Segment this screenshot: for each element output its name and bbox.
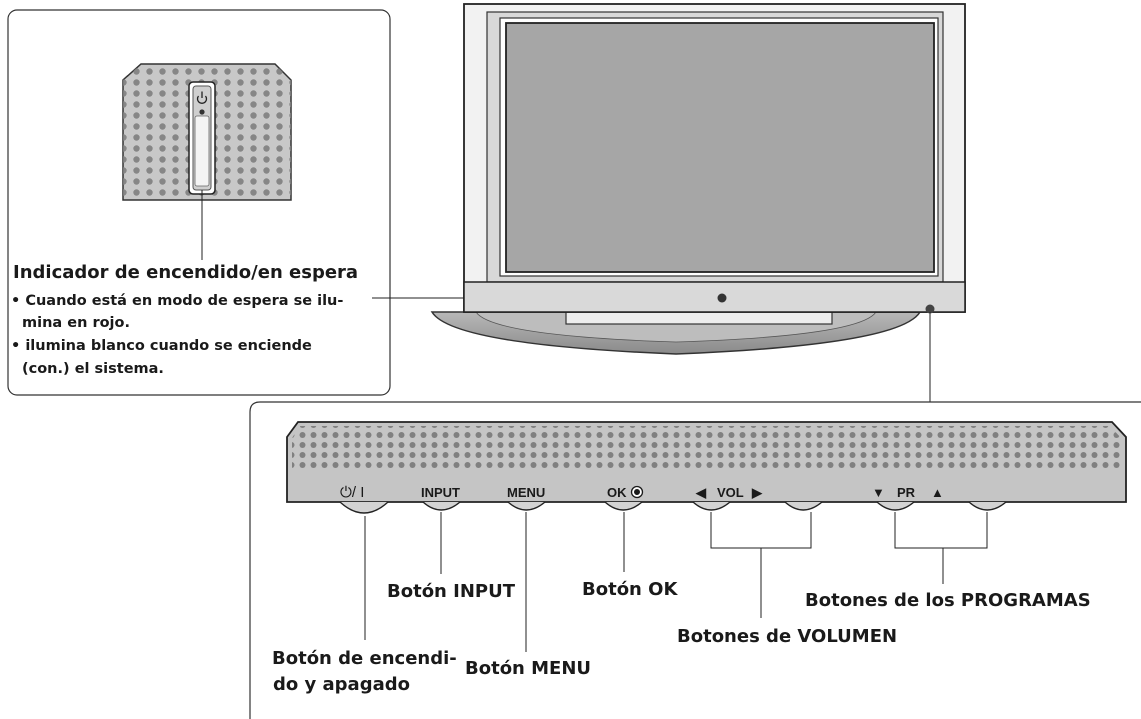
panel-speaker-grille [292, 426, 1121, 468]
callout-power-line2: do y apagado [273, 674, 410, 695]
indicator-bullet-1: • Cuando está en modo de espera se ilu- [11, 293, 343, 309]
callout-volume: Botones de VOLUMEN [677, 626, 897, 647]
pr-up-arrow: ▲ [931, 485, 944, 500]
indicator-inset: Indicador de encendido/en espera • Cuand… [7, 9, 722, 396]
tv-side-button [925, 304, 935, 314]
tv-illustration [430, 3, 966, 355]
volume-down-button[interactable] [692, 501, 731, 511]
indicator-bullet-1b: mina en rojo. [22, 315, 130, 331]
power-button-label: ⏻/ I [340, 484, 364, 501]
power-button[interactable] [339, 501, 389, 514]
menu-button-label: MENU [507, 485, 545, 500]
ok-button-label: OK [607, 485, 627, 500]
pr-down-arrow: ▼ [872, 485, 885, 500]
ok-target-icon [630, 485, 644, 499]
volume-up-button[interactable] [784, 501, 823, 511]
program-up-button[interactable] [968, 501, 1007, 511]
control-panel-frame [249, 401, 1141, 719]
callout-ok: Botón OK [582, 579, 678, 600]
indicator-title: Indicador de encendido/en espera [13, 262, 358, 283]
panel-button-domes [339, 501, 1007, 514]
vol-left-arrow: ◀ [695, 485, 707, 500]
menu-button[interactable] [507, 501, 546, 511]
control-panel: ⏻/ I INPUT MENU OK ◀ VOL ▶ ▼ PR ▲ [286, 421, 1127, 514]
indicator-led [199, 109, 205, 115]
power-icon [196, 91, 208, 104]
input-button-label: INPUT [421, 485, 460, 500]
power-indicator-closeup [188, 81, 216, 195]
tv-screen [505, 22, 935, 273]
vol-right-arrow: ▶ [751, 485, 763, 500]
program-down-button[interactable] [876, 501, 915, 511]
ok-button[interactable] [604, 501, 643, 511]
input-button[interactable] [422, 501, 461, 511]
callout-input: Botón INPUT [387, 581, 516, 602]
tv-indicator-led [717, 293, 727, 303]
indicator-bullet-2: • ilumina blanco cuando se enciende [11, 338, 312, 354]
leader-lines [364, 512, 988, 652]
callout-power-line1: Botón de encendi- [272, 648, 457, 669]
callout-programs: Botones de los PROGRAMAS [805, 590, 1091, 611]
vol-label: VOL [717, 485, 744, 500]
indicator-bullet-2b: (con.) el sistema. [22, 361, 164, 377]
callout-menu: Botón MENU [465, 658, 591, 679]
pr-label: PR [897, 485, 916, 500]
